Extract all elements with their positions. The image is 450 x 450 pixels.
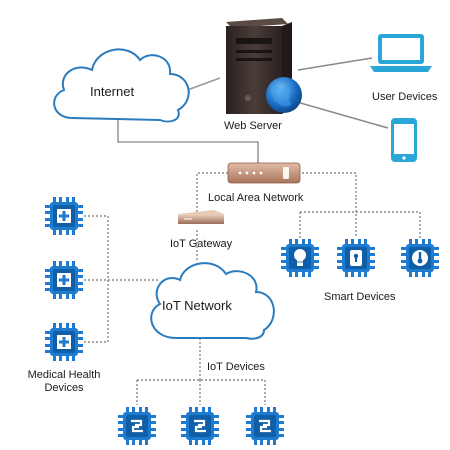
iot-device-icon-1 bbox=[118, 407, 156, 445]
lan-to-smart-line bbox=[298, 172, 357, 198]
lan-router-icon bbox=[227, 162, 301, 184]
medical-device-icon-3 bbox=[45, 323, 83, 361]
iot-device-icon-2 bbox=[181, 407, 219, 445]
lan-label: Local Area Network bbox=[208, 192, 304, 204]
user-devices-label: User Devices bbox=[372, 91, 438, 103]
globe-icon bbox=[266, 77, 302, 113]
iot-network-cloud bbox=[150, 262, 275, 340]
laptop-icon bbox=[370, 34, 432, 72]
iot-gateway-label: IoT Gateway bbox=[170, 238, 233, 250]
medical-device-icon-2 bbox=[45, 261, 83, 299]
smart-branch-line bbox=[300, 211, 421, 238]
iot-network-label: IoT Network bbox=[162, 298, 232, 313]
server-to-laptop-line bbox=[297, 57, 373, 71]
internet-label: Internet bbox=[90, 84, 135, 99]
iot-devices-label: IoT Devices bbox=[207, 361, 265, 373]
smart-lock-icon bbox=[337, 239, 375, 277]
smart-bulb-icon bbox=[281, 239, 319, 277]
smart-devices-label: Smart Devices bbox=[324, 291, 396, 303]
medical-device-icon-1 bbox=[45, 197, 83, 235]
phone-icon bbox=[391, 118, 417, 162]
medical-bus-line bbox=[84, 215, 109, 343]
medical-label-line2: Devices bbox=[44, 381, 84, 394]
iot-gateway-icon bbox=[178, 210, 224, 224]
medical-label-line1: Medical Health bbox=[27, 369, 101, 381]
server-to-phone-line bbox=[289, 99, 389, 129]
internet-to-lan-line bbox=[117, 120, 259, 163]
medical-label: Medical Health Devices bbox=[22, 369, 106, 394]
iot-device-icon-3 bbox=[246, 407, 284, 445]
smart-thermometer-icon bbox=[401, 239, 439, 277]
internet-cloud bbox=[53, 48, 190, 123]
connector-lines bbox=[84, 57, 421, 405]
web-server-label: Web Server bbox=[224, 120, 282, 132]
